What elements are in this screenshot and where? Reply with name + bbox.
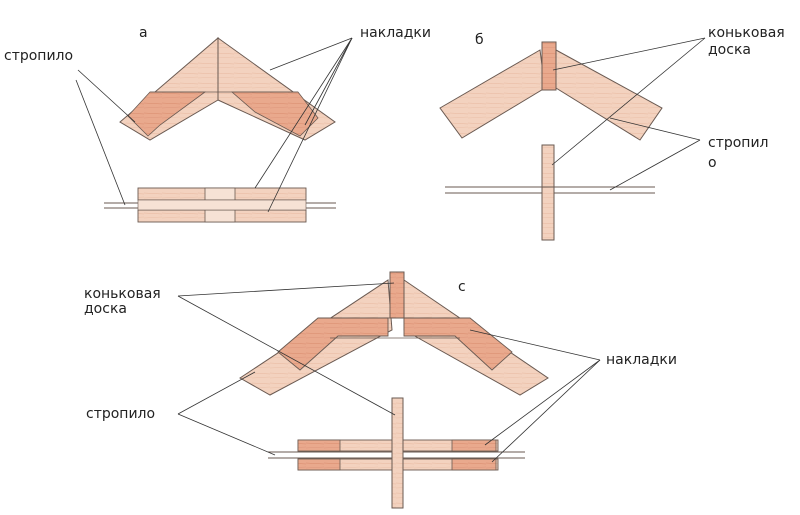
diagram-b-tag: б <box>475 32 484 48</box>
leaders-c <box>177 282 601 463</box>
diagram-c-rafter-label: стропило <box>86 406 156 422</box>
ridge-board <box>541 41 557 91</box>
diagram-b-rafter-label-2: о <box>708 155 717 171</box>
diagram-a-tag: а <box>139 25 148 41</box>
diagram-c-tag: с <box>458 279 466 295</box>
diagram-b-ridge-label-2: доска <box>708 42 751 58</box>
leaders-b <box>551 37 706 191</box>
diagram-a <box>75 36 353 223</box>
diagram-c-ridge-label-2: доска <box>84 301 127 317</box>
ridge-board <box>389 271 405 319</box>
plate-right <box>230 91 319 137</box>
rafter-left <box>439 49 546 139</box>
diagram-a-plates-label: накладки <box>360 25 431 41</box>
rafter-right <box>217 37 336 141</box>
plate-left <box>127 91 207 137</box>
diagram-c-ridge-label-1: коньковая <box>84 286 161 302</box>
diagram-a-rafter-label: стропило <box>4 48 74 64</box>
diagram-b-ridge-label-1: коньковая <box>708 25 785 41</box>
plan-view-b <box>445 144 655 241</box>
plan-view-a <box>104 187 336 223</box>
leaders-a <box>75 37 353 213</box>
ridge-board-plan <box>391 397 404 509</box>
diagram-b <box>439 37 706 241</box>
diagram-c-plates-label: накладки <box>606 352 677 368</box>
rafter-left <box>119 36 219 141</box>
plan-view-c <box>268 397 525 509</box>
diagram-b-rafter-label-1: стропил <box>708 135 769 151</box>
diagram-c <box>177 271 601 509</box>
